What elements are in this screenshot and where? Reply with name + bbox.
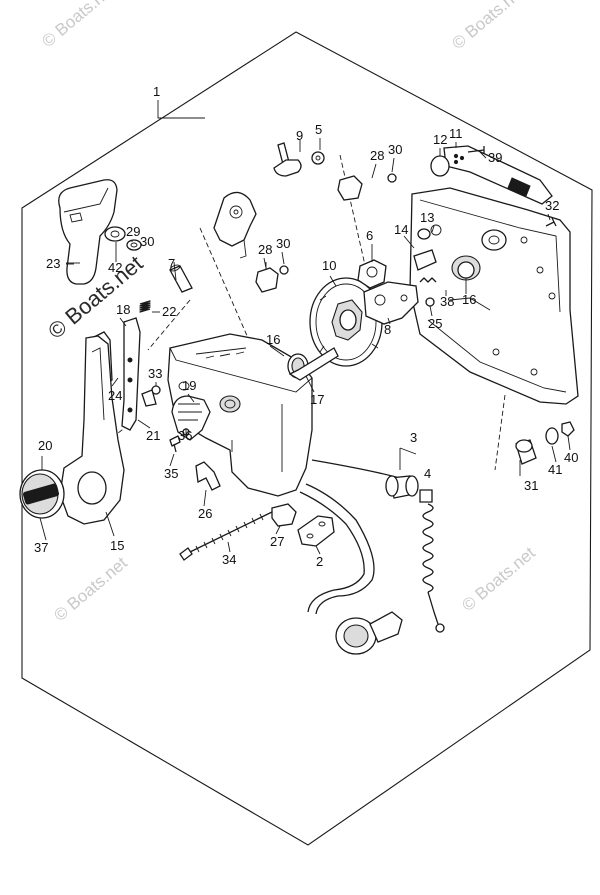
dash-line-d [494, 394, 506, 471]
screw-35-part [169, 435, 181, 453]
screw-32-part [545, 217, 557, 227]
bracket-part [255, 262, 289, 293]
callout-16b: 16 [266, 332, 280, 347]
callout-26: 26 [198, 506, 212, 521]
callout-13: 13 [420, 210, 434, 225]
callout-7: 7 [168, 256, 175, 271]
callout-10: 10 [322, 258, 336, 273]
leader-1 [157, 100, 205, 119]
callout-30c: 30 [276, 236, 290, 251]
washer-part [104, 226, 126, 242]
callout-17: 17 [310, 392, 324, 407]
callout-9: 9 [296, 128, 303, 143]
pivot-part [357, 259, 387, 289]
shaft-part [288, 347, 339, 381]
top-rail-part [443, 145, 553, 205]
callout-20: 20 [38, 438, 52, 453]
callout-42: 42 [108, 260, 122, 275]
callout-14: 14 [394, 222, 408, 237]
lanyard-switch-part [385, 447, 445, 633]
washer-16-part [457, 261, 475, 279]
callout-23: 23 [46, 256, 60, 271]
collar-31-part [515, 439, 537, 465]
callout-36: 36 [178, 428, 192, 443]
plate-2-part [297, 515, 335, 547]
callout-3: 3 [410, 430, 417, 445]
gear-disk-part [309, 277, 383, 367]
bracket-upper-part [337, 173, 397, 201]
callout-35: 35 [164, 466, 178, 481]
nut-part [311, 151, 325, 165]
watermark-top-left: © Boats.net [38, 0, 119, 51]
callout-4: 4 [424, 466, 431, 481]
callout-6: 6 [366, 228, 373, 243]
long-bolt-part [179, 511, 273, 561]
detent-parts [413, 228, 437, 271]
callout-28: 28 [370, 148, 384, 163]
callout-8: 8 [384, 322, 391, 337]
callout-16: 16 [462, 292, 476, 307]
dash-line-a [199, 227, 249, 339]
callout-1: 1 [153, 84, 160, 99]
cam-plate-part [213, 191, 257, 259]
washer-41-part [545, 427, 559, 445]
callout-24: 24 [108, 388, 122, 403]
block-27-part [271, 503, 297, 527]
lever-arm-part [121, 317, 141, 431]
bracket-26-part [195, 461, 221, 491]
bolt-part [273, 140, 302, 177]
screw-39-part [467, 146, 485, 154]
callout-5: 5 [315, 122, 322, 137]
spring-38-part [419, 277, 437, 283]
callout-39: 39 [488, 150, 502, 165]
ring-12-part [430, 155, 450, 177]
screw-33-part [141, 385, 161, 407]
callout-40: 40 [564, 450, 578, 465]
leader-lines [39, 138, 571, 555]
callout-28b: 28 [258, 242, 272, 257]
callout-41: 41 [548, 462, 562, 477]
watermark-bottom-left: © Boats.net [50, 553, 131, 625]
callout-2: 2 [316, 554, 323, 569]
callout-29: 29 [126, 224, 140, 239]
knob-cap-part [19, 469, 65, 519]
callout-15: 15 [110, 538, 124, 553]
watermark-top-right: © Boats.net [448, 0, 529, 53]
nut-40-part [561, 421, 575, 437]
pin-part [169, 261, 193, 293]
callout-38: 38 [440, 294, 454, 309]
callout-30: 30 [388, 142, 402, 157]
callout-22: 22 [162, 304, 176, 319]
callout-27: 27 [270, 534, 284, 549]
callout-18: 18 [116, 302, 130, 317]
link-plate-part [363, 281, 419, 325]
main-lever-part [59, 335, 125, 525]
callout-32: 32 [545, 198, 559, 213]
switch-cam-part [171, 395, 241, 441]
nut-25-part [425, 297, 435, 307]
callout-33: 33 [148, 366, 162, 381]
spring-part [139, 300, 160, 313]
callout-31: 31 [524, 478, 538, 493]
callout-labels: 1 9 5 28 30 12 11 39 32 13 14 6 29 30 23… [34, 84, 578, 569]
callout-34: 34 [222, 552, 236, 567]
callout-30b: 30 [140, 234, 154, 249]
callout-25: 25 [428, 316, 442, 331]
callout-21: 21 [146, 428, 160, 443]
assembly-outline [21, 31, 593, 846]
wire-harness-part [299, 459, 403, 655]
callout-19: 19 [182, 378, 196, 393]
callout-11: 11 [449, 126, 463, 141]
side-cover-part [409, 187, 579, 405]
watermark-bottom-right: © Boats.net [458, 543, 539, 615]
dash-line-b [147, 299, 191, 351]
callout-37: 37 [34, 540, 48, 555]
ring-part [126, 239, 142, 251]
callout-12: 12 [433, 132, 447, 147]
